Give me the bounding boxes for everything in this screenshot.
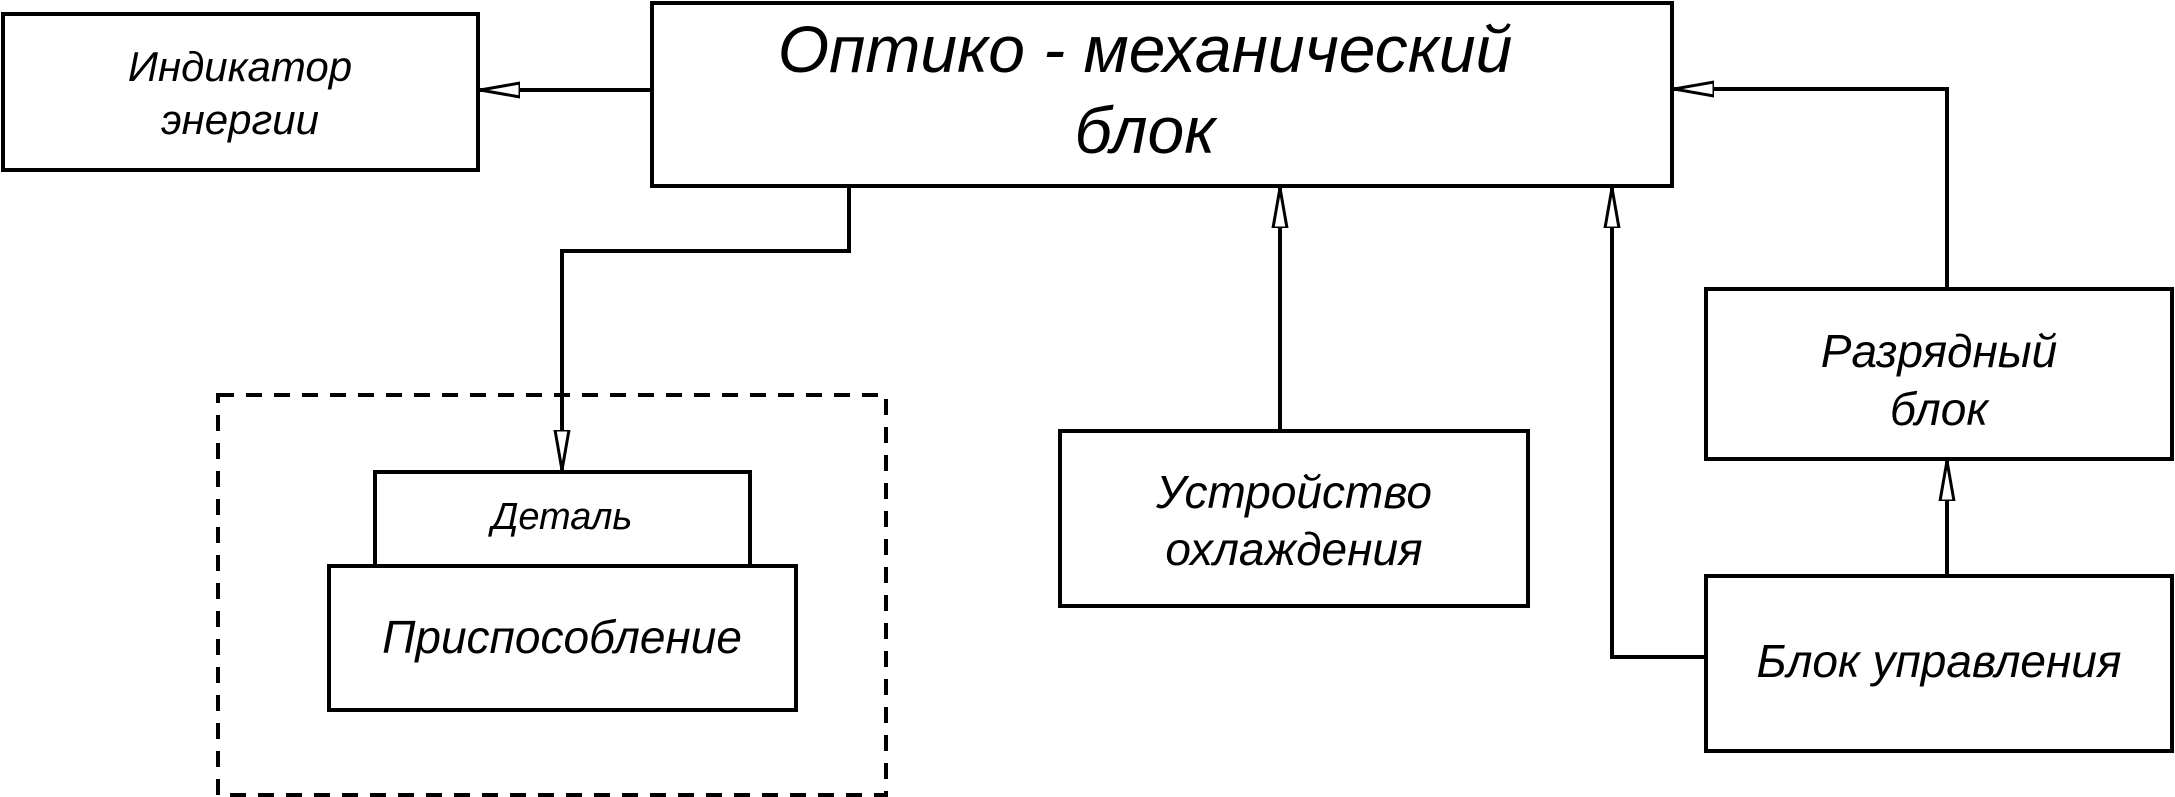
optic-mechanical-block-label-line1: Оптико - механический — [778, 12, 1513, 86]
fixture-block: Приспособление — [327, 564, 798, 712]
fixture-label: Приспособление — [382, 611, 742, 663]
control-block-label: Блок управления — [1757, 635, 2122, 687]
control-block: Блок управления — [1704, 574, 2174, 753]
arrow-control-to-optic — [1612, 188, 1706, 659]
arrow-discharge-to-optic — [1674, 89, 1949, 289]
energy-indicator-label-line1: Индикатор — [128, 43, 352, 90]
discharge-block: Разрядный блок — [1704, 287, 2174, 461]
discharge-block-label-line2: блок — [1890, 383, 1990, 435]
optic-mechanical-block: Оптико - механический блок — [650, 1, 1674, 188]
cooling-device-label-line2: охлаждения — [1165, 523, 1422, 575]
optic-mechanical-block-label-line2: блок — [1075, 93, 1219, 167]
detail-block: Деталь — [373, 470, 752, 568]
energy-indicator-block: Индикатор энергии — [1, 12, 480, 172]
arrow-optic-to-detail — [562, 186, 851, 470]
detail-label: Деталь — [488, 496, 633, 538]
workpiece-dashed-boundary — [216, 393, 888, 797]
discharge-block-label-line1: Разрядный — [1821, 325, 2057, 377]
energy-indicator-label-line2: энергии — [161, 96, 319, 143]
cooling-device-label-line1: Устройство — [1155, 466, 1432, 518]
cooling-device-block: Устройство охлаждения — [1058, 429, 1530, 608]
